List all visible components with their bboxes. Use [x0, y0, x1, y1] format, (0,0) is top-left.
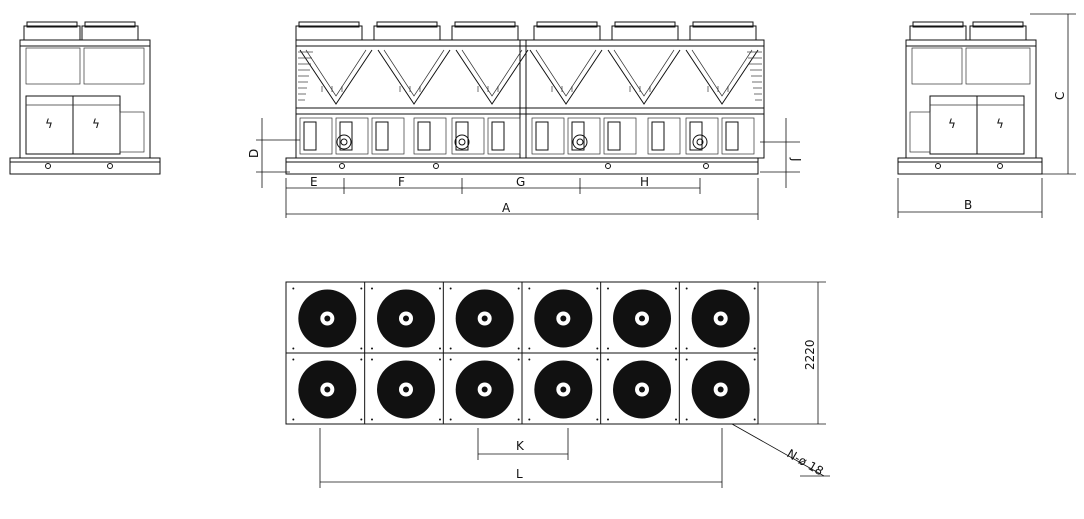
compressor [451, 117, 485, 155]
dim-F-label: F [398, 175, 405, 189]
compressor [371, 117, 405, 155]
fan [449, 287, 520, 350]
lightning-icon: ϟ [92, 117, 100, 131]
condenser-coil [377, 49, 451, 105]
dim-J-label: J [789, 157, 803, 162]
compressor [685, 117, 719, 155]
fan [292, 358, 363, 421]
compressor [413, 117, 447, 155]
fan [528, 287, 599, 350]
front-view: D J E F G H A [247, 21, 803, 220]
depth-dimension-label: 2220 [803, 339, 817, 370]
fan [685, 287, 756, 350]
condenser-coil [607, 49, 681, 105]
condenser-coil [685, 49, 759, 105]
dim-C-label: C [1053, 92, 1067, 100]
fan [685, 358, 756, 421]
compressor [299, 117, 333, 155]
dim-K-label: K [516, 439, 525, 453]
fan [371, 358, 441, 421]
fan [449, 358, 520, 421]
dim-H-label: H [640, 175, 649, 189]
condenser-coil [299, 49, 373, 105]
fan-housing [611, 21, 679, 41]
lightning-icon: ϟ [948, 117, 956, 131]
compressor [603, 117, 637, 155]
compressor [531, 117, 565, 155]
fan-housing [23, 21, 81, 41]
dim-D-label: D [247, 149, 261, 158]
fan [607, 287, 677, 350]
fan-housing [295, 21, 363, 41]
pipe-connection [454, 134, 470, 150]
mounting-hole-callout: N-ø 18 [785, 446, 826, 478]
compressor [721, 117, 755, 155]
fan-housing [969, 21, 1027, 41]
fan-housing [451, 21, 519, 41]
fan-housing [533, 21, 601, 41]
dim-L-label: L [516, 467, 523, 481]
compressor [487, 117, 521, 155]
dim-G-label: G [516, 175, 525, 189]
coil-edge [298, 51, 762, 101]
fan-housing [909, 21, 967, 41]
fan-housing [689, 21, 757, 41]
fan [371, 287, 441, 350]
pipe-connection [572, 134, 588, 150]
pipe-connection [336, 134, 352, 150]
fan [528, 358, 599, 421]
pipe-connection [692, 134, 708, 150]
fan [292, 287, 363, 350]
compressor [647, 117, 681, 155]
dim-A-label: A [502, 201, 511, 215]
condenser-coil [455, 49, 529, 105]
top-view: 2220 K L N-ø 18 [285, 281, 830, 488]
condenser-coil [529, 49, 603, 105]
left-side-view: ϟ ϟ [9, 21, 161, 175]
right-side-view: ϟ ϟ C B [897, 13, 1076, 218]
lightning-icon: ϟ [996, 117, 1004, 131]
fan [607, 358, 677, 421]
fan-housing [81, 21, 139, 41]
fan-housing [373, 21, 441, 41]
lightning-icon: ϟ [45, 117, 53, 131]
dim-E-label: E [310, 175, 318, 189]
dim-B-label: B [964, 198, 972, 212]
